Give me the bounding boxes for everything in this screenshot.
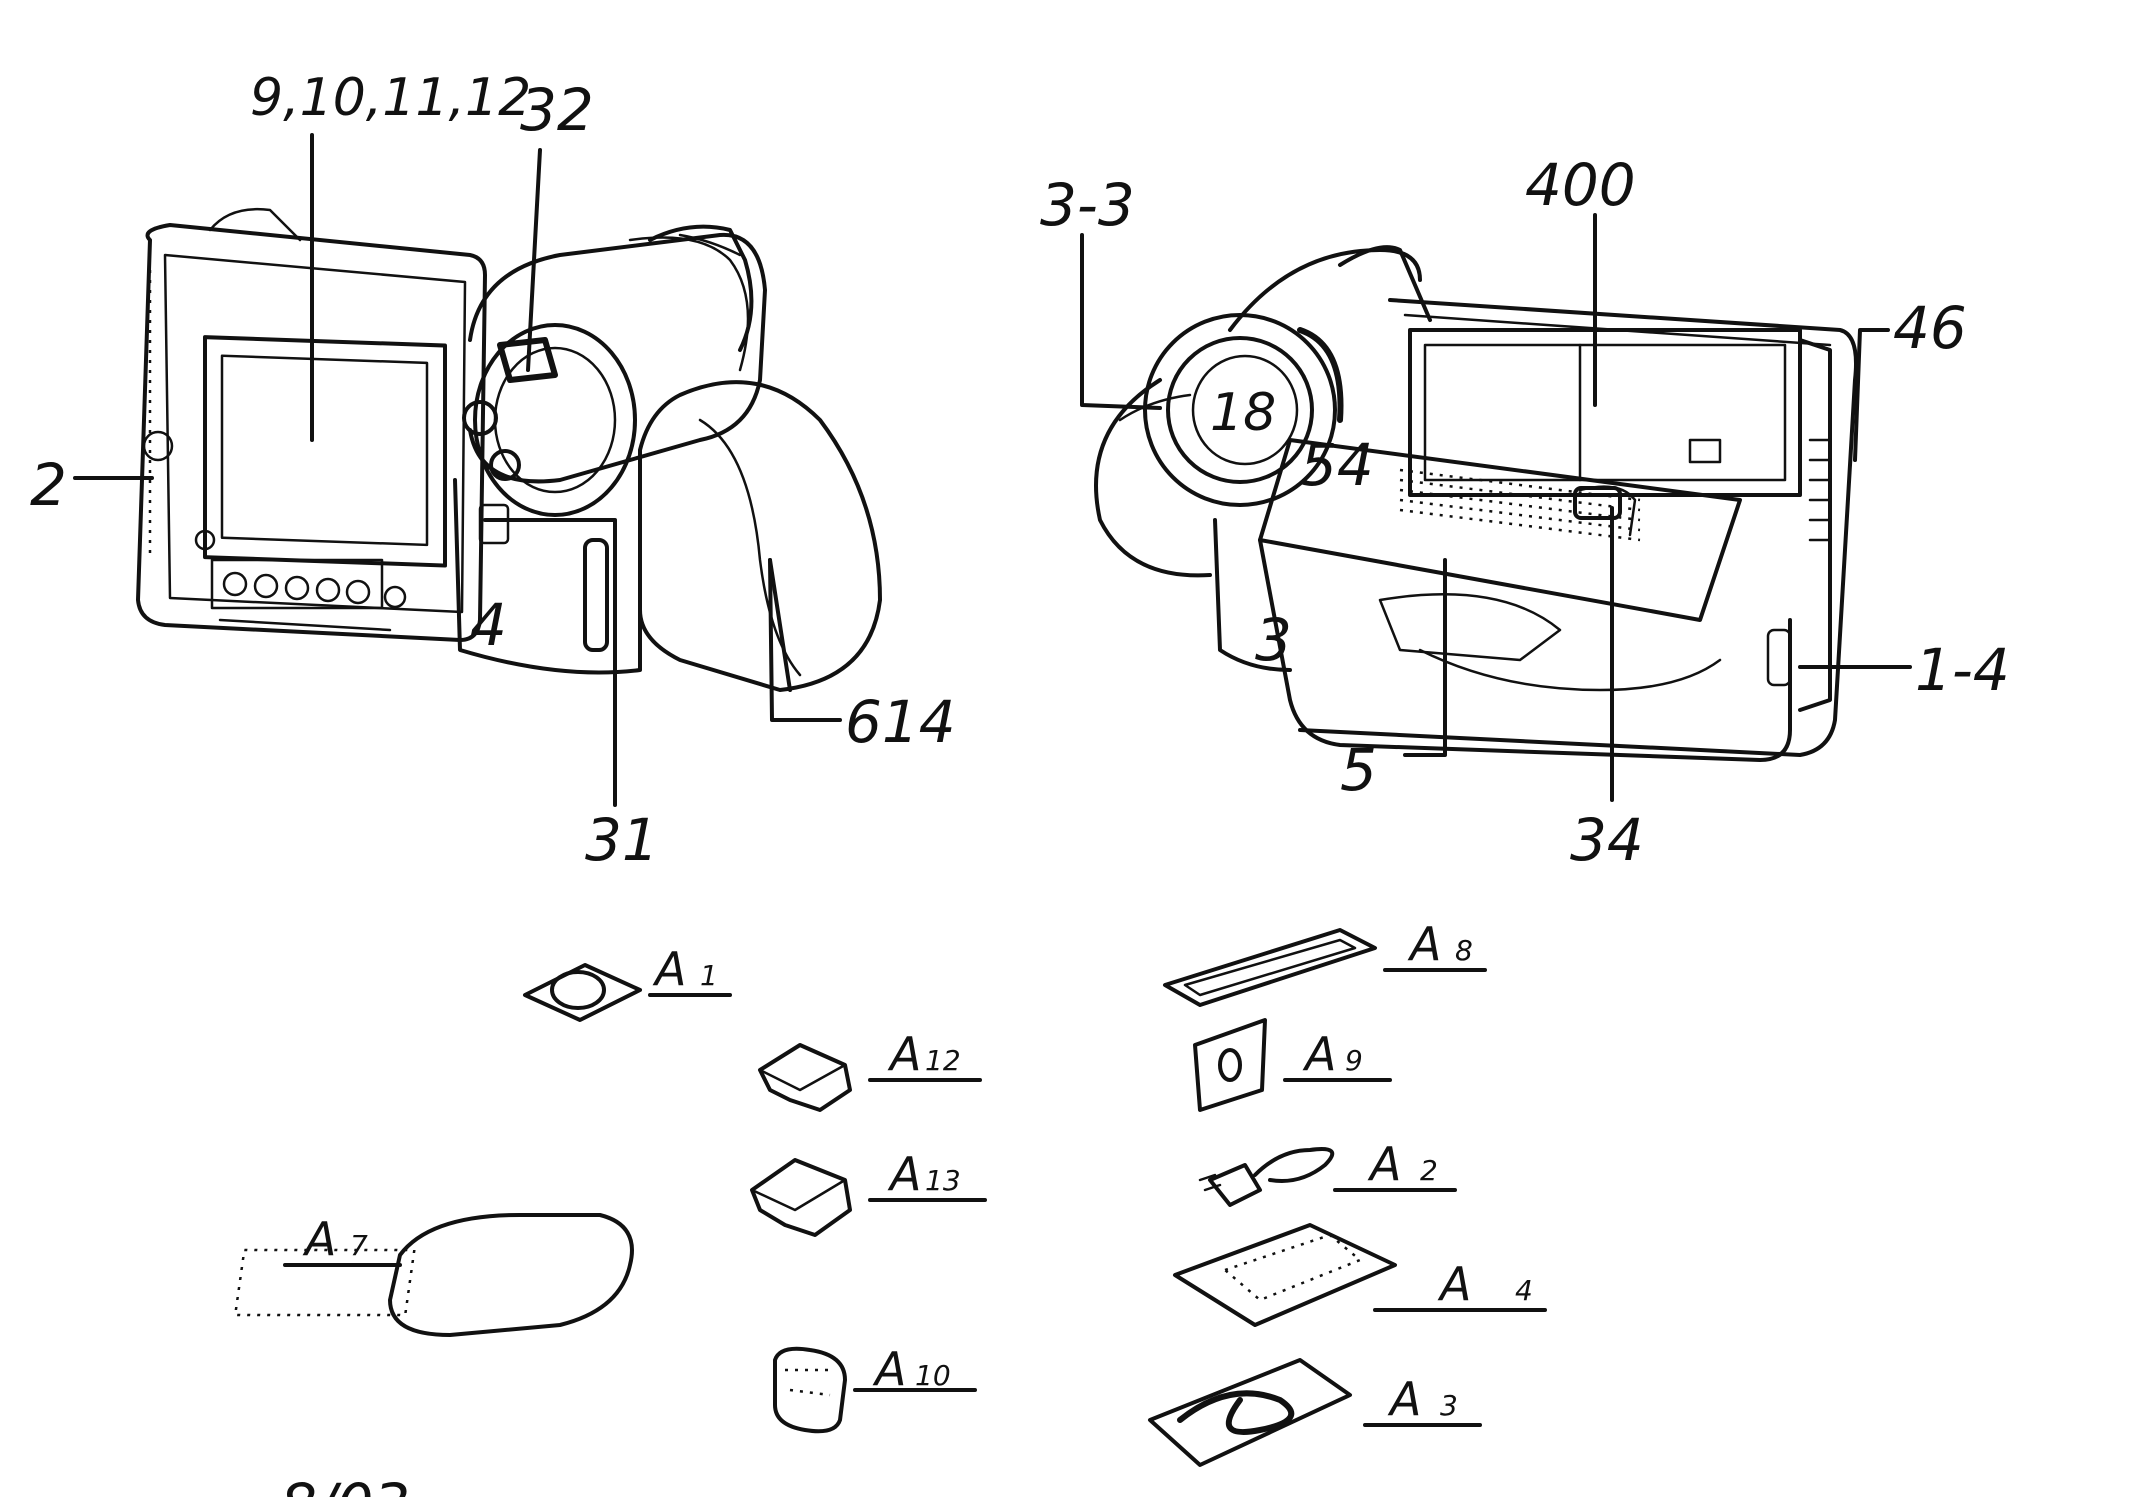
callout-31: 31 xyxy=(585,806,659,874)
svg-text:A: A xyxy=(887,1147,921,1201)
svg-text:13: 13 xyxy=(925,1164,961,1197)
svg-text:A: A xyxy=(887,1027,921,1081)
svg-text:A: A xyxy=(1387,1372,1421,1426)
svg-text:A: A xyxy=(872,1342,906,1396)
accessory-a8: A 8 xyxy=(1163,917,1487,1007)
callout-9-10-11-12: 9,10,11,12 xyxy=(250,68,531,128)
svg-text:10: 10 xyxy=(915,1359,951,1392)
accessory-a12: A 12 xyxy=(758,1027,982,1112)
svg-text:4: 4 xyxy=(1515,1274,1533,1307)
callout-34: 34 xyxy=(1570,806,1644,874)
callout-32: 32 xyxy=(520,76,594,144)
callout-54: 54 xyxy=(1300,431,1374,499)
svg-text:9: 9 xyxy=(1345,1044,1363,1077)
callout-1-4: 1-4 xyxy=(1915,636,2010,704)
svg-text:A: A xyxy=(1437,1257,1471,1311)
callout-2: 2 xyxy=(30,451,67,519)
callout-3: 3 xyxy=(1255,606,1292,674)
accessory-a2: A 2 xyxy=(1198,1137,1457,1207)
svg-text:A: A xyxy=(1367,1137,1401,1191)
callout-18: 18 xyxy=(1210,383,1276,443)
footer-date: 8/03 xyxy=(280,1471,410,1497)
leader-lines-right xyxy=(1080,213,1912,802)
camcorder-side-icon xyxy=(1094,245,1858,762)
accessory-a1: A 1 xyxy=(523,942,732,1022)
accessory-a3: A 3 xyxy=(1148,1358,1482,1467)
callout-labels: 9,10,11,12 32 2 4 31 614 3-3 400 46 18 5… xyxy=(30,68,2010,874)
accessories: A 1 A 12 A 13 A 7 xyxy=(233,917,1547,1467)
callout-400: 400 xyxy=(1525,151,1636,219)
svg-text:A: A xyxy=(652,942,686,996)
svg-text:A: A xyxy=(1302,1027,1336,1081)
callout-5: 5 xyxy=(1340,736,1377,804)
leader-lines-left xyxy=(73,133,842,807)
callout-614: 614 xyxy=(845,688,956,756)
svg-text:A: A xyxy=(302,1212,336,1266)
callout-4: 4 xyxy=(470,591,507,659)
svg-text:7: 7 xyxy=(350,1229,368,1262)
svg-text:3: 3 xyxy=(1440,1389,1458,1422)
accessory-a10: A 10 xyxy=(773,1342,977,1434)
callout-3-3: 3-3 xyxy=(1040,171,1135,239)
accessory-a7: A 7 xyxy=(233,1212,634,1337)
camcorder-front-icon xyxy=(136,208,882,692)
svg-text:1: 1 xyxy=(700,959,718,992)
accessory-a9: A 9 xyxy=(1193,1018,1392,1112)
accessory-a4: A 4 xyxy=(1173,1223,1547,1327)
callout-46: 46 xyxy=(1893,294,1967,362)
accessory-a13: A 13 xyxy=(750,1147,987,1237)
svg-text:2: 2 xyxy=(1420,1154,1438,1187)
svg-text:12: 12 xyxy=(925,1044,961,1077)
svg-text:A: A xyxy=(1407,917,1441,971)
svg-text:8: 8 xyxy=(1455,934,1473,967)
